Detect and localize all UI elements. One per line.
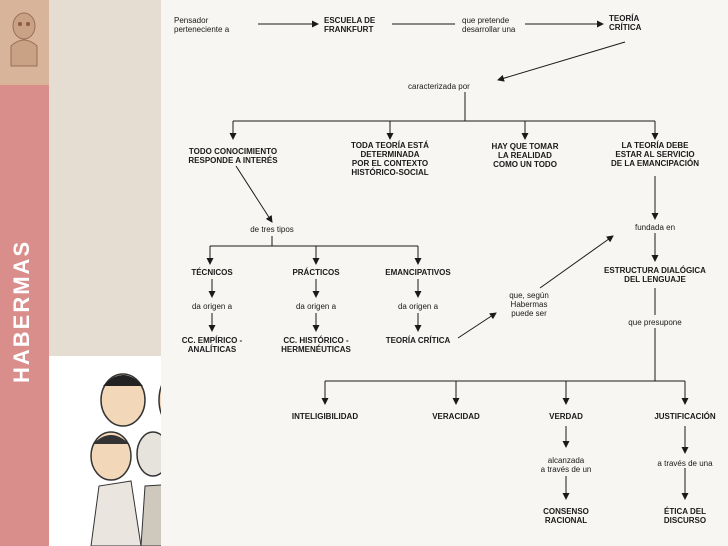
node-inteligibilidad: INTELIGIBILIDAD — [291, 412, 359, 421]
node-consenso: CONSENSO RACIONAL — [543, 507, 589, 525]
node-tecnicos: TÉCNICOS — [191, 268, 233, 277]
node-justificacion: JUSTIFICACIÓN — [654, 412, 716, 421]
node-teoria-debe: LA TEORÍA DEBE ESTAR AL SERVICIO DE LA E… — [611, 141, 699, 168]
node-origen-2: da origen a — [295, 302, 337, 311]
node-emancipativos: EMANCIPATIVOS — [385, 268, 451, 277]
node-toda-teoria: TODA TEORÍA ESTÁ DETERMINADA POR EL CONT… — [351, 141, 429, 177]
node-teoria-critica-bottom: TEORÍA CRÍTICA — [385, 336, 451, 345]
node-veracidad: VERACIDAD — [432, 412, 480, 421]
node-pretende: que pretende desarrollar una — [462, 16, 516, 34]
node-estructura: ESTRUCTURA DIALÓGICA DEL LENGUAJE — [604, 266, 706, 284]
node-teoria-critica-top: TEORÍA CRÍTICA — [609, 14, 642, 32]
arrow-segun-fundada — [539, 235, 614, 289]
node-que-segun: que, según Habermas puede ser — [509, 291, 549, 318]
node-caracterizada: caracterizada por — [408, 82, 470, 91]
sidebar: HABERMAS — [0, 0, 49, 546]
arrow-critica-segun — [457, 312, 497, 339]
sidebar-header-block — [0, 0, 49, 85]
node-etica: ÉTICA DEL DISCURSO — [663, 507, 707, 525]
node-cc-empirico: CC. EMPÍRICO - ANALÍTICAS — [181, 336, 243, 354]
node-alcanzada: alcanzada a través de un — [540, 456, 592, 474]
node-hay-que-tomar: HAY QUE TOMAR LA REALIDAD COMO UN TODO — [491, 142, 559, 169]
node-fundada: fundada en — [634, 223, 676, 232]
node-escuela-frankfurt: ESCUELA DE FRANKFURT — [324, 16, 376, 34]
node-de-tres-tipos: de tres tipos — [250, 225, 294, 234]
node-origen-3: da origen a — [397, 302, 439, 311]
arrow-teoria-caracterizada — [497, 41, 626, 82]
node-cc-historico: CC. HISTÓRICO - HERMENÉUTICAS — [281, 336, 351, 354]
node-presupone: que presupone — [628, 318, 682, 327]
beige-panel — [49, 0, 161, 356]
node-verdad: VERDAD — [549, 412, 583, 421]
node-a-traves: a través de una — [657, 459, 713, 468]
arrow-interes-tipos — [235, 165, 273, 223]
node-todo-conocimiento: TODO CONOCIMIENTO RESPONDE A INTERÉS — [188, 147, 278, 165]
concept-map-area — [161, 0, 728, 546]
emblem-icon — [10, 12, 38, 67]
node-origen-1: da origen a — [191, 302, 233, 311]
node-practicos: PRÁCTICOS — [292, 268, 340, 277]
node-pensador: Pensador perteneciente a — [174, 16, 230, 34]
